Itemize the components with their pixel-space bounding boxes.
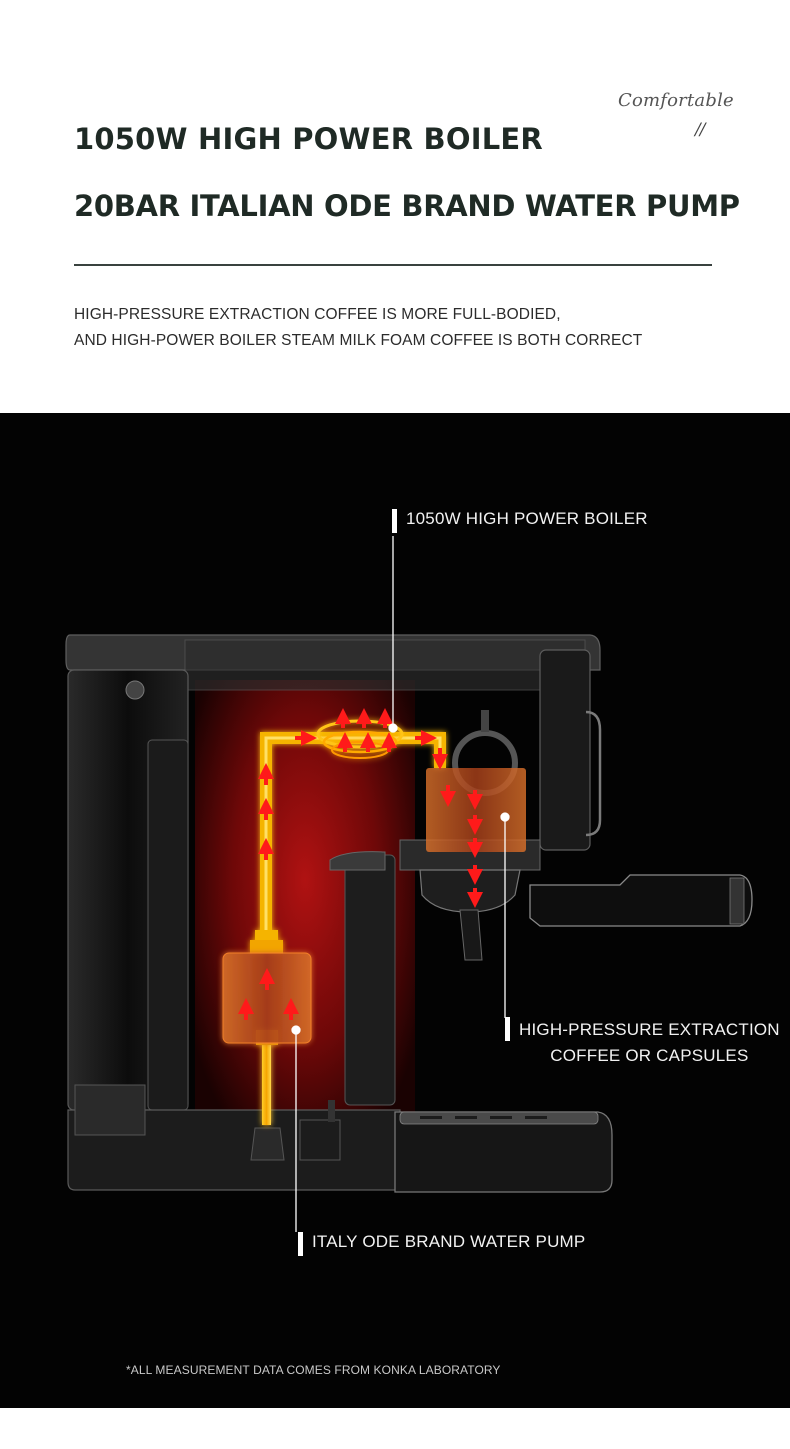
footnote: *ALL MEASUREMENT DATA COMES FROM KONKA L… [126,1363,501,1377]
drip-tray [394,1111,613,1193]
description-line-1: HIGH-PRESSURE EXTRACTION COFFEE IS MORE … [74,306,561,323]
divider [74,264,712,266]
callout-leaders [291,536,510,1232]
callout-marker [505,1017,510,1041]
headline-pump: 20BAR ITALIAN ODE BRAND WATER PUMP [74,189,740,223]
description: HIGH-PRESSURE EXTRACTION COFFEE IS MORE … [74,302,642,354]
script-slash-mark: // [695,120,706,140]
portafilter-handle [529,874,753,927]
callout-boiler-text: 1050W HIGH POWER BOILER [406,509,648,528]
callout-extraction: HIGH-PRESSURE EXTRACTION COFFEE OR CAPSU… [505,1017,780,1069]
callout-marker [298,1232,303,1256]
bottom-margin [0,1408,790,1449]
callout-pump: ITALY ODE BRAND WATER PUMP [298,1232,586,1256]
water-pump [222,952,312,1044]
header-section: Comfortable // 1050W HIGH POWER BOILER 2… [0,0,790,413]
diagram-section: 1050W HIGH POWER BOILER HIGH-PRESSURE EX… [0,413,790,1408]
callout-pump-text: ITALY ODE BRAND WATER PUMP [312,1232,586,1251]
flow-arrows [238,708,483,1020]
espresso-machine-cutaway-illustration [65,536,753,1232]
description-line-2: AND HIGH-POWER BOILER STEAM MILK FOAM CO… [74,332,643,349]
headline-boiler: 1050W HIGH POWER BOILER [74,122,543,156]
callout-extraction-line-2: COFFEE OR CAPSULES [550,1046,749,1065]
script-tagline: Comfortable [618,90,734,111]
brew-unit [426,768,526,852]
callout-boiler: 1050W HIGH POWER BOILER [392,509,648,533]
callout-marker [392,509,397,533]
callout-extraction-line-1: HIGH-PRESSURE EXTRACTION [519,1020,780,1039]
